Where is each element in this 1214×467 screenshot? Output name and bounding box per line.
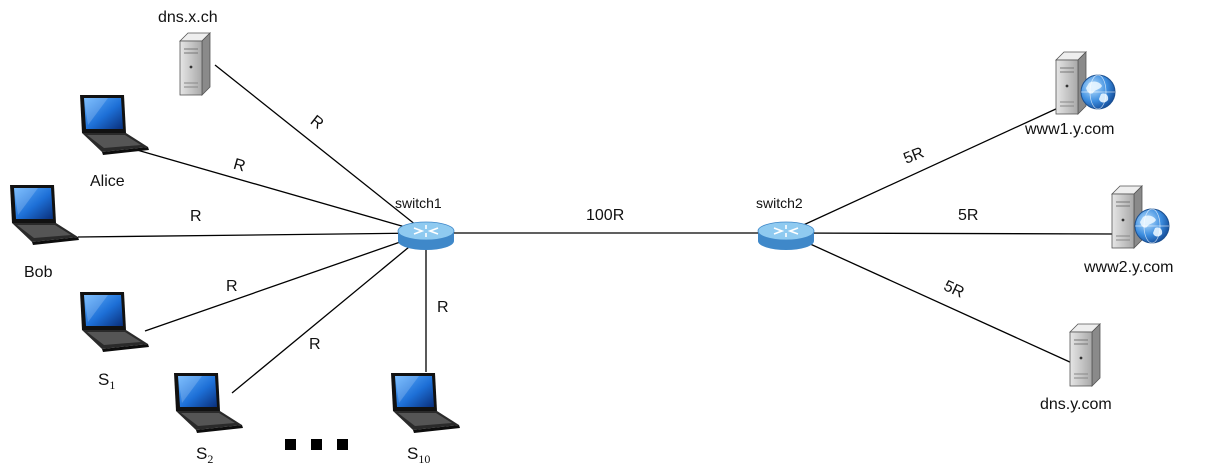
bob-label: Bob bbox=[24, 264, 53, 281]
laptop-icon bbox=[80, 95, 149, 155]
dns-y-label: dns.y.com bbox=[1040, 396, 1112, 413]
link-switch2-www2 bbox=[785, 232, 1115, 235]
dns-x-node: dns.x.ch bbox=[158, 9, 218, 96]
laptop-icon bbox=[391, 373, 460, 433]
rate-label-s2: R bbox=[309, 336, 321, 353]
rate-label-s10: R bbox=[437, 299, 449, 316]
www1-label: www1.y.com bbox=[1024, 121, 1115, 138]
rate-label-www1: 5R bbox=[901, 144, 926, 167]
bob-node: Bob bbox=[10, 185, 79, 281]
s1-label: S1 bbox=[98, 370, 115, 392]
rate-label-backbone: 100R bbox=[586, 207, 624, 224]
link-s2-switch1 bbox=[231, 232, 427, 394]
link-s1-switch1 bbox=[144, 232, 427, 332]
rate-label-www2: 5R bbox=[958, 207, 978, 224]
ellipsis-icon bbox=[285, 439, 348, 450]
s2-label: S2 bbox=[196, 444, 213, 466]
s10-node: S10 bbox=[391, 373, 460, 466]
switch2-label: switch2 bbox=[756, 195, 803, 211]
www1-node: www1.y.com bbox=[1024, 51, 1116, 138]
s10-label: S10 bbox=[407, 444, 430, 466]
laptop-icon bbox=[174, 373, 243, 433]
dns-x-label: dns.x.ch bbox=[158, 9, 218, 26]
www2-node: www2.y.com bbox=[1083, 185, 1174, 276]
s1-node: S1 bbox=[80, 292, 149, 392]
server-icon bbox=[179, 32, 211, 96]
rate-label-bob: R bbox=[190, 208, 202, 225]
switch2-node: switch2 bbox=[756, 195, 815, 251]
alice-node: Alice bbox=[80, 95, 149, 190]
link-dns-x-switch1 bbox=[214, 64, 427, 234]
globe-icon bbox=[1134, 208, 1170, 244]
globe-icon bbox=[1080, 74, 1116, 110]
server-icon bbox=[1055, 51, 1087, 115]
switch1-node: switch1 bbox=[395, 195, 455, 251]
link-bob-switch1 bbox=[77, 232, 427, 238]
rate-label-dns-y: 5R bbox=[941, 278, 967, 302]
laptop-icon bbox=[10, 185, 79, 245]
www2-label: www2.y.com bbox=[1083, 259, 1174, 276]
router-icon bbox=[397, 221, 455, 251]
rate-label-s1: R bbox=[226, 278, 238, 295]
link-alice-switch1 bbox=[136, 149, 427, 234]
rate-label-alice: R bbox=[231, 156, 247, 176]
router-icon bbox=[757, 221, 815, 251]
alice-label: Alice bbox=[90, 173, 125, 190]
dns-y-node: dns.y.com bbox=[1040, 323, 1112, 413]
server-icon bbox=[1069, 323, 1101, 387]
links bbox=[77, 64, 1115, 394]
rate-label-dns-x: R bbox=[307, 112, 327, 133]
laptop-icon bbox=[80, 292, 149, 352]
switch1-label: switch1 bbox=[395, 195, 442, 211]
link-switch2-dns-y bbox=[785, 232, 1073, 364]
link-switch2-www1 bbox=[785, 107, 1059, 234]
s2-node: S2 bbox=[174, 373, 243, 466]
